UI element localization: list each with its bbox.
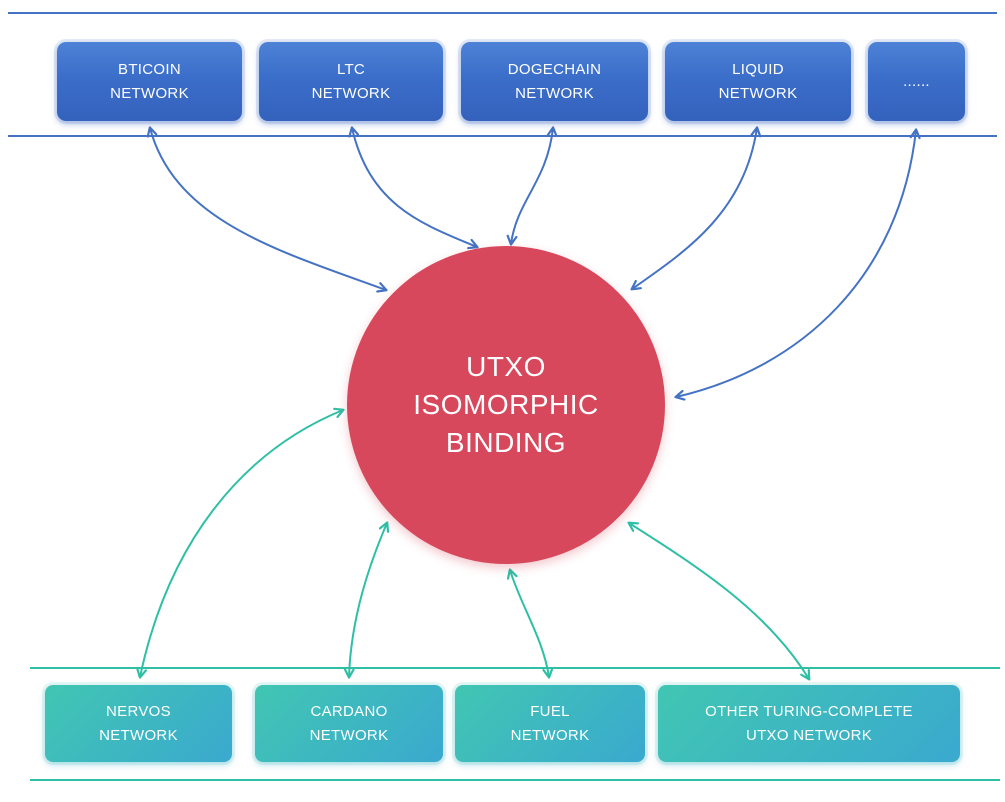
node-label-line: NETWORK (311, 84, 391, 102)
arrow-nervos-center (136, 407, 345, 679)
node-liquid-network: LIQUID NETWORK (665, 42, 851, 121)
top-band-line-lower (8, 135, 997, 137)
top-band-line-upper (8, 12, 997, 14)
node-label-line: NERVOS (106, 703, 171, 721)
bottom-band-line-upper (30, 667, 1000, 669)
arrow-ltc-center (348, 126, 479, 250)
center-label-line: ISOMORPHIC (413, 389, 599, 421)
node-label-line: NETWORK (99, 726, 178, 744)
node-label-line: NETWORK (515, 84, 594, 102)
center-label-line: BINDING (445, 426, 567, 458)
node-other-turing-complete-utxo-network: OTHER TURING-COMPLETE UTXO NETWORK (658, 685, 960, 762)
node-nervos-network: NERVOS NETWORK (45, 685, 232, 762)
node-label-line: NETWORK (309, 726, 389, 744)
arrow-other-utxo-center (627, 521, 811, 681)
node-label-line: LTC (336, 61, 366, 79)
node-label-line: DOGECHAIN (507, 61, 602, 79)
node-bticoin-network: BTICOIN NETWORK (57, 42, 242, 121)
node-fuel-network: FUEL NETWORK (455, 685, 645, 762)
node-label-line: NETWORK (110, 84, 189, 102)
node-label-line: UTXO NETWORK (745, 726, 873, 744)
arrow-ellipsis-center (674, 128, 921, 401)
node-label-line: LIQUID (732, 61, 784, 79)
node-label-line: BTICOIN (118, 61, 181, 79)
node-ltc-network: LTC NETWORK (259, 42, 443, 121)
arrow-fuel-center (506, 568, 554, 679)
node-label-line: NETWORK (510, 726, 590, 744)
node-label-line: ...... (903, 72, 930, 90)
arrow-liquid-center (630, 126, 762, 291)
node-label-line: FUEL (530, 703, 570, 721)
arrow-dogechain-center (506, 126, 558, 246)
node-ellipsis-other-networks: ...... (868, 42, 965, 121)
node-label-line: CARDANO (310, 703, 388, 721)
center-node-utxo-isomorphic-binding: UTXO ISOMORPHIC BINDING (347, 246, 665, 564)
bottom-band-line-lower (30, 779, 1000, 781)
node-cardano-network: CARDANO NETWORK (255, 685, 443, 762)
arrow-cardano-center (343, 521, 390, 679)
node-label-line: OTHER TURING-COMPLETE (705, 703, 913, 721)
arrow-bticoin-center (146, 126, 388, 293)
node-label-line: NETWORK (718, 84, 798, 102)
center-label-line: UTXO (466, 351, 546, 383)
node-dogechain-network: DOGECHAIN NETWORK (461, 42, 648, 121)
